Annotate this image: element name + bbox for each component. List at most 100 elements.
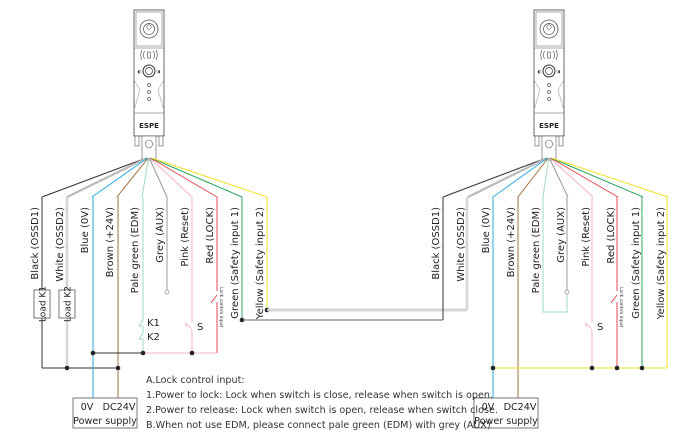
wire-label: Green (Safety input 1) [230,207,241,319]
wire-2 [91,157,148,198]
wire-3 [517,157,549,198]
svg-text:◑: ◑ [557,70,561,75]
lock-control-label-right: Lock control input [618,287,624,328]
right-circuit: S Lock control input 0V DC24V Power supp… [442,197,668,429]
led-icon [147,97,151,101]
knob-icon [142,64,156,78]
wire-labels-left: Black (OSSD1) White (OSSD2) Blue (0V) Brown… [30,207,266,320]
ps-0v-label: 0V [81,402,94,413]
power-supply-right: 0V DC24V Power supply [473,397,539,429]
lens-icon [139,19,159,39]
wire-2 [492,157,548,198]
junction-dot [90,350,96,356]
ps-label: Power supply [73,416,137,427]
wire-label: Black (OSSD1) [30,207,41,280]
note-line: 2.Power to release: Lock when switch is … [146,405,498,416]
note-line: 1.Power to lock: Lock when switch is clo… [146,390,493,401]
load-k2-label: Load K2 [64,286,74,322]
wire-label: White (OSSD2) [55,207,66,282]
wire-label: Brown (+24V) [506,207,517,277]
wire-label: Blue (0V) [80,207,91,253]
wire-label: Brown (+24V) [105,207,116,277]
wire-fan-right [442,157,669,198]
left-circuit: Load K1 Load K2 K1 K2 S Lock control inp… [33,197,270,429]
wire-9 [151,157,268,198]
wire-0 [442,157,547,198]
junction-dot [614,365,620,371]
ps-24v-label: DC24V [504,402,537,413]
wire-4 [542,157,550,198]
wire-fan-left [41,157,268,198]
device-brand: ESPE [139,122,159,130]
wire-5 [148,157,168,198]
svg-text:◐: ◐ [138,70,142,75]
reset-switch-label: S [197,322,203,333]
led-icon [547,90,551,94]
wire-8 [150,157,243,198]
wire-4 [141,157,150,198]
wire-6 [549,157,594,198]
junction-dot [639,365,645,371]
lock-control-label: Lock control input [218,287,224,328]
svg-text:◐: ◐ [538,70,542,75]
wire-3 [116,157,149,198]
junction-dot [140,350,146,356]
note-line: B.When not use EDM, please connect pale … [146,420,491,431]
ps-24v-label: DC24V [103,402,136,413]
k1-label: K1 [147,318,160,329]
led-icon [547,83,551,87]
espe-device-right: ◐ ◑ ESPE [533,9,565,161]
junction-dot [115,365,121,371]
led-icon [547,97,551,101]
junction-dot [589,365,595,371]
wire-7 [150,157,218,198]
wire-label: Pale green (EDM) [531,207,542,293]
wire-0 [41,157,147,198]
wire-label: Pink (Reset) [581,207,592,267]
power-supply-left: 0V DC24V Power supply [72,397,138,429]
cascade-link [242,308,467,321]
wire-label: Grey (AUX) [556,207,567,263]
wire-label: Blue (0V) [481,207,492,253]
wire-label: Yellow (Safety input 2) [255,207,266,320]
wire-label: Black (OSSD1) [431,207,442,280]
junction-dot [490,365,496,371]
wire-label: Yellow (Safety input 2) [656,207,667,320]
wire-8 [550,157,644,198]
junction-dot [64,365,70,371]
wire-6 [149,157,193,198]
ps-label: Power supply [474,416,538,427]
reset-switch-label-right: S [597,322,603,333]
wire-label: White (OSSD2) [456,207,467,282]
note-line: A.Lock control input: [146,375,245,386]
k2-label: K2 [147,332,160,343]
wire-9 [551,157,669,198]
espe-device-left: ◐ ◑ ESPE [133,9,165,161]
wire-label: Red (LOCK) [606,207,617,264]
load-k1-label: Load K1 [39,286,49,322]
wire-label: Pink (Reset) [180,207,191,267]
wire-7 [550,157,619,198]
wire-label: Pale green (EDM) [130,207,141,293]
notes: A.Lock control input: 1.Power to lock: L… [146,375,498,431]
led-icon [147,83,151,87]
rfid-icon [140,49,158,61]
wire-label: Green (Safety input 1) [631,207,642,319]
wire-label: Grey (AUX) [155,207,166,263]
load-k2-box [58,289,76,319]
load-k1-box [33,289,51,319]
led-icon [147,90,151,94]
wire-1 [467,157,548,198]
device-brand: ESPE [539,122,559,130]
knob-icon [542,64,556,78]
wire-labels-right: Black (OSSD1) White (OSSD2) Blue (0V) Brown… [431,207,667,320]
wire-label: Red (LOCK) [205,207,216,264]
wire-5 [548,157,569,198]
rfid-icon [540,49,558,61]
wire-1 [66,157,148,198]
ps-0v-label: 0V [482,402,495,413]
svg-text:◑: ◑ [157,70,161,75]
junction-dot [189,350,195,356]
lens-icon [539,19,559,39]
